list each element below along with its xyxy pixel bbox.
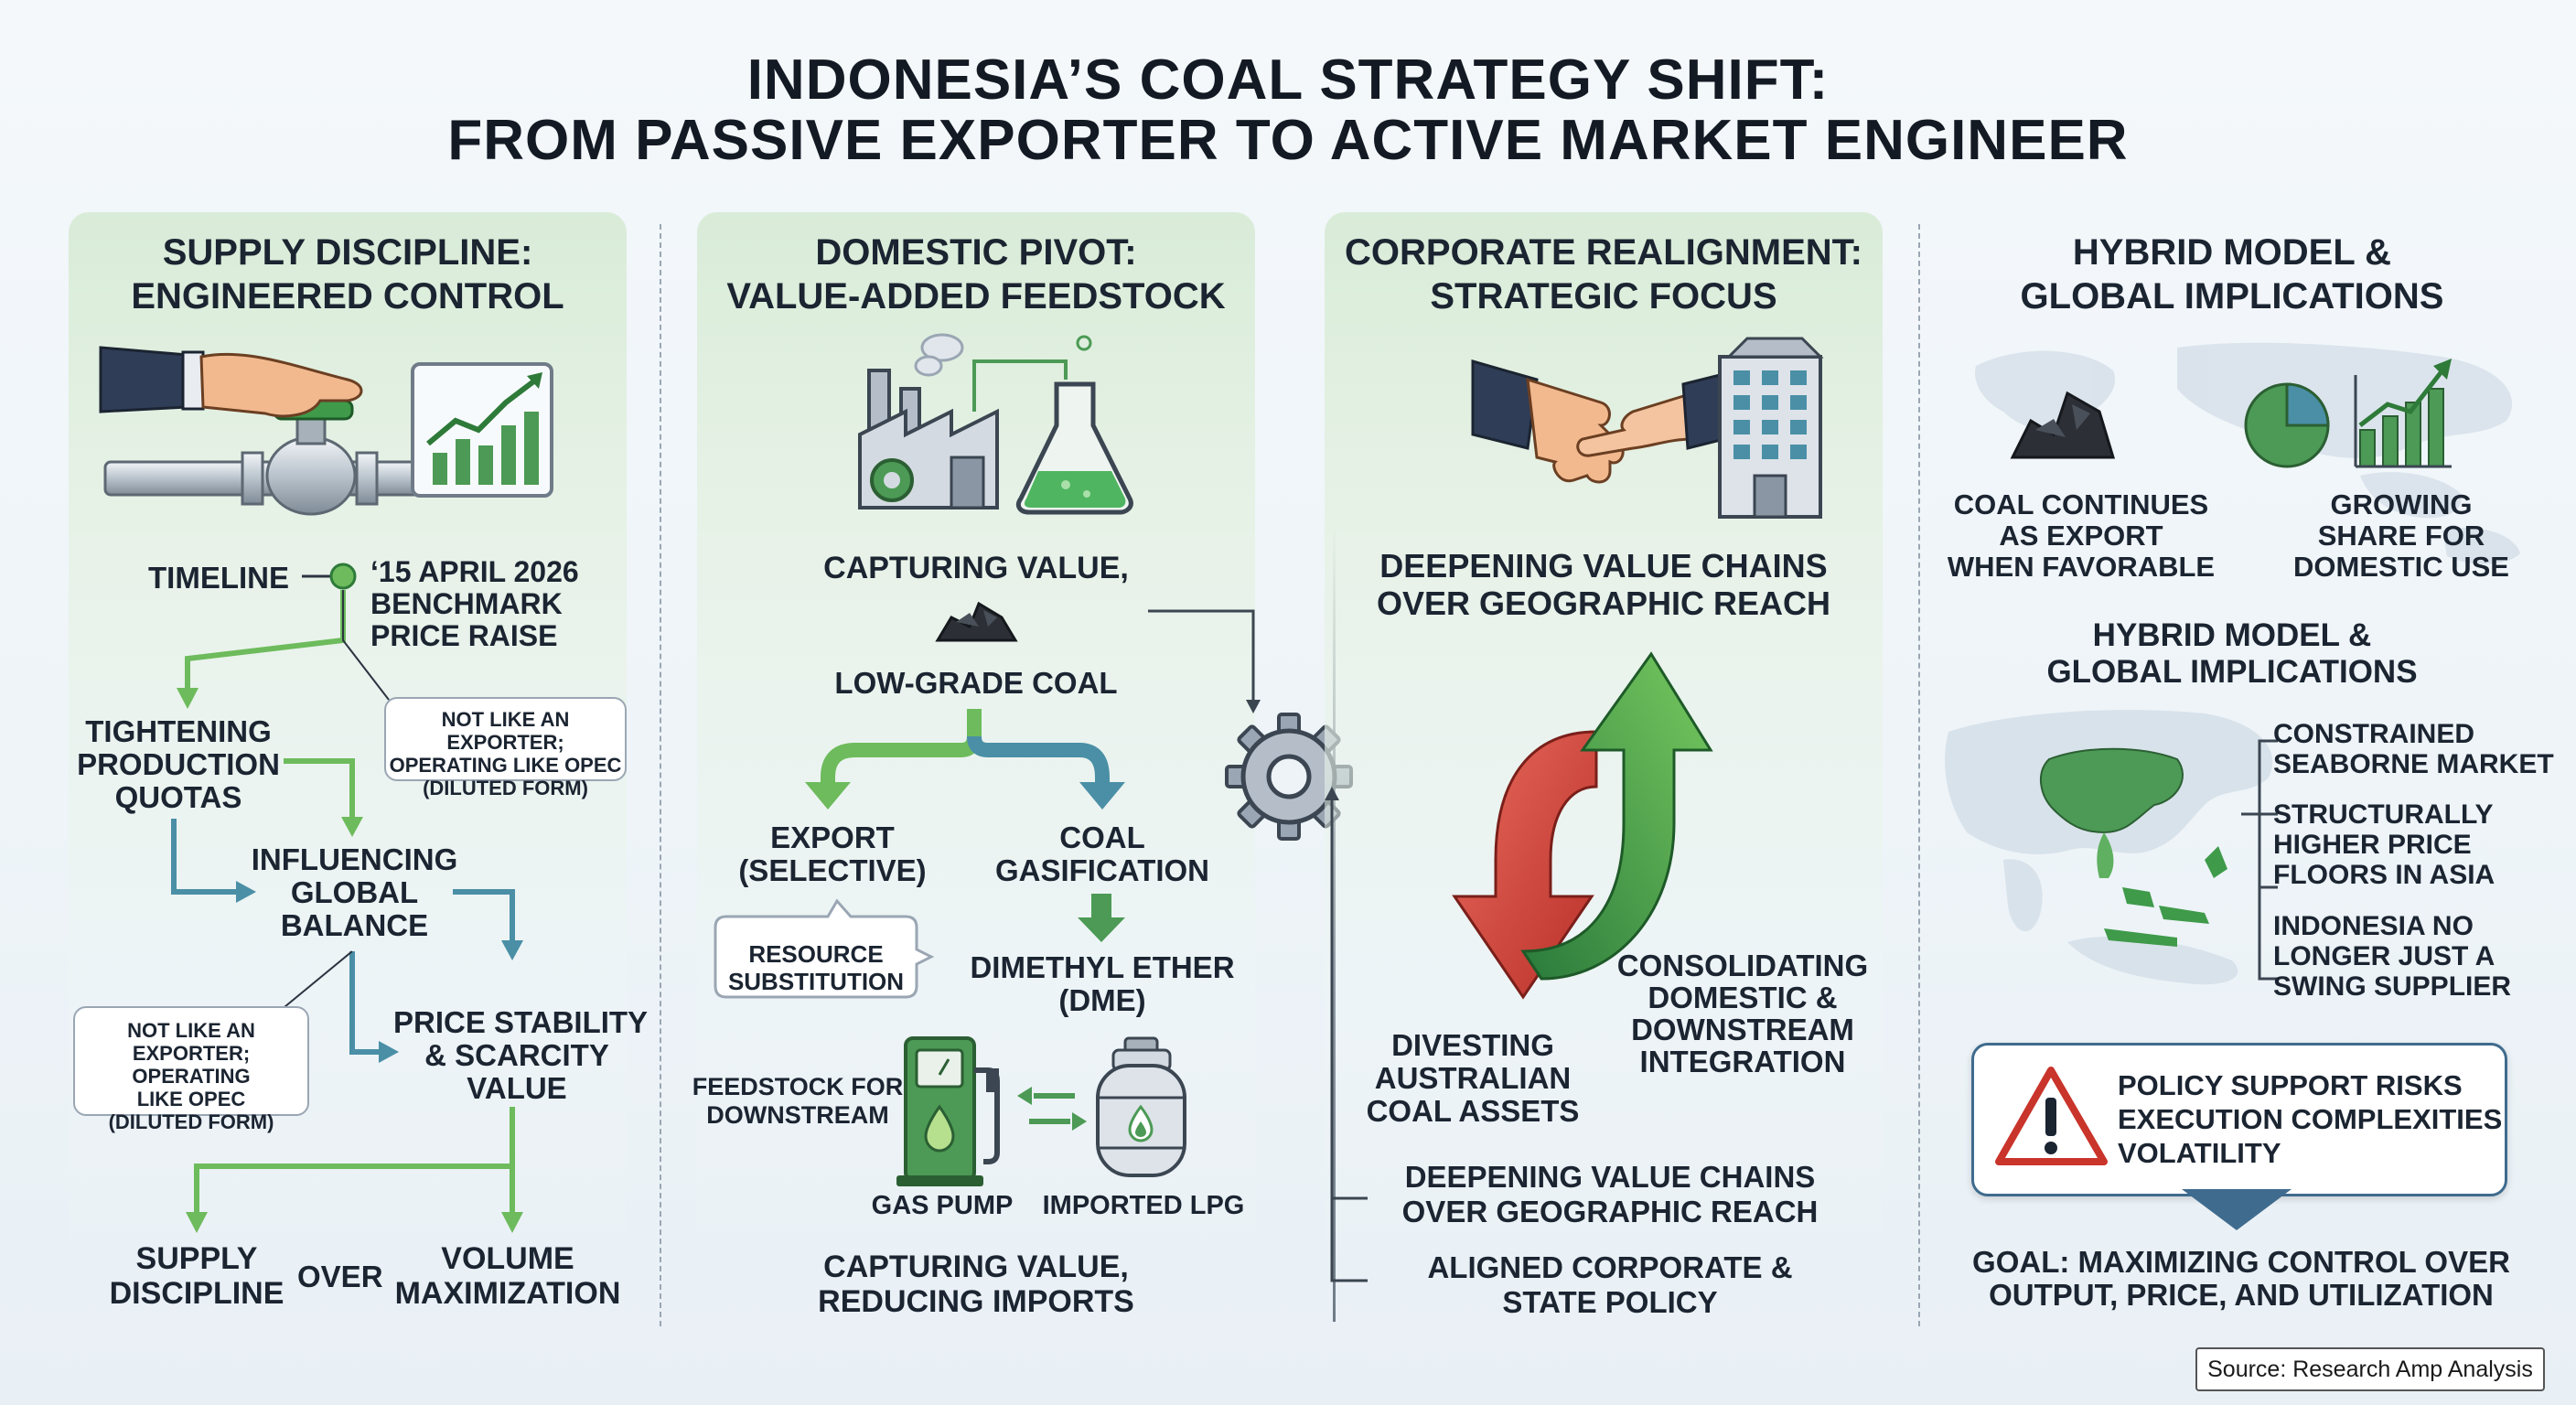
opec-note-1: NOT LIKE AN EXPORTER;OPERATING LIKE OPEC… bbox=[384, 697, 627, 799]
world-map-icon bbox=[1975, 342, 2520, 564]
corporate-title-2: STRATEGIC FOCUS bbox=[1430, 276, 1777, 316]
domestic-title-2: VALUE-ADDED FEEDSTOCK bbox=[726, 276, 1226, 316]
aligned-policy: ALIGNED CORPORATE &STATE POLICY bbox=[1427, 1250, 1793, 1319]
supply-title-1: SUPPLY DISCIPLINE: bbox=[162, 232, 533, 273]
coal-pile-icon bbox=[935, 601, 1018, 642]
title-line-1: INDONESIA’S COAL STRATEGY SHIFT: bbox=[746, 48, 1830, 112]
resource-bubble bbox=[714, 898, 935, 999]
domestic-title-1: DOMESTIC PIVOT: bbox=[815, 232, 1137, 273]
corporate-title-1: CORPORATE REALIGNMENT: bbox=[1345, 232, 1862, 273]
asia-map-icon bbox=[1945, 710, 2273, 985]
dimethyl-ether: DIMETHYL ETHER(DME) bbox=[970, 950, 1235, 1017]
imported-lpg-label: IMPORTED LPG bbox=[1042, 1191, 1245, 1220]
capturing-value-top: CAPTURING VALUE, bbox=[823, 551, 1129, 585]
factory-flask-icon bbox=[858, 333, 1133, 515]
supply-flow-arrows bbox=[171, 590, 523, 1233]
capturing-reducing: CAPTURING VALUE,REDUCING IMPORTS bbox=[818, 1249, 1134, 1319]
hybrid-title-1: HYBRID MODEL & bbox=[2072, 232, 2392, 273]
hybrid-subtitle: HYBRID MODEL &GLOBAL IMPLICATIONS bbox=[2046, 617, 2418, 690]
lpg-tank-icon bbox=[1096, 1036, 1186, 1177]
risk-pointer bbox=[2182, 1189, 2292, 1230]
timeline-dot bbox=[302, 563, 357, 590]
export-selective: EXPORT(SELECTIVE) bbox=[738, 820, 927, 887]
over-label: OVER bbox=[297, 1260, 383, 1293]
valve-hand-icon bbox=[99, 346, 510, 516]
corporate-connectors bbox=[1325, 787, 1368, 1282]
source-note: Source: Research Amp Analysis bbox=[2195, 1347, 2545, 1391]
handshake-building-icon bbox=[1471, 337, 1824, 519]
timeline-label: TIMELINE bbox=[148, 561, 289, 595]
hybrid-title-2: GLOBAL IMPLICATIONS bbox=[2020, 276, 2444, 316]
divider-3 bbox=[1918, 224, 1920, 1326]
divider-1 bbox=[660, 224, 661, 1326]
low-grade-coal: LOW-GRADE COAL bbox=[834, 666, 1118, 700]
rising-chart-icon bbox=[411, 362, 553, 498]
title-line-2: FROM PASSIVE EXPORTER TO ACTIVE MARKET E… bbox=[447, 109, 2129, 172]
domestic-flow-arrows bbox=[805, 609, 1261, 1131]
supply-title-2: ENGINEERED CONTROL bbox=[131, 276, 564, 316]
gas-pump-icon bbox=[896, 1036, 1000, 1186]
realignment-arrows bbox=[1452, 651, 1713, 1000]
warning-icon bbox=[1995, 1067, 2108, 1165]
gas-pump-label: GAS PUMP bbox=[871, 1191, 1014, 1220]
implication-bracket bbox=[2241, 739, 2278, 981]
